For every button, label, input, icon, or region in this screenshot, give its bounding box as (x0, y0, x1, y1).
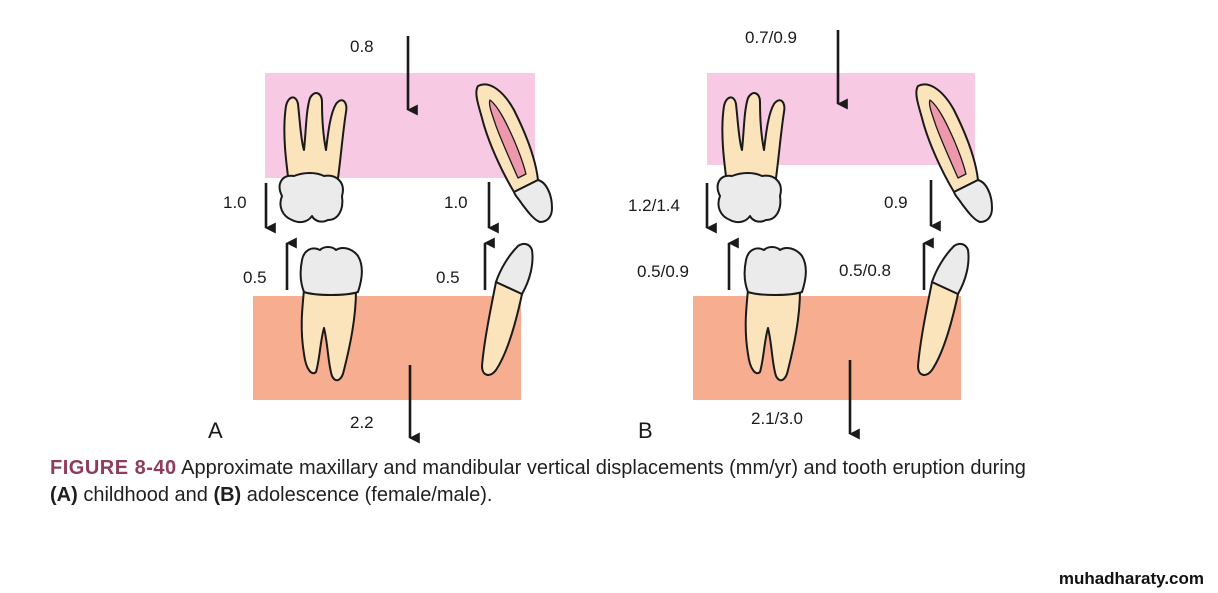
upper-incisor-eruption-label: 0.9 (884, 193, 908, 212)
lower-incisor-icon (917, 242, 970, 376)
mandible-displacement-label: 2.2 (350, 413, 374, 432)
mandible-displacement-label: 2.1/3.0 (751, 409, 803, 428)
lower-molar-icon (299, 246, 363, 382)
figure-caption: FIGURE 8-40 Approximate maxillary and ma… (50, 455, 1170, 509)
upper-molar-eruption-label: 1.0 (223, 193, 247, 212)
upper-incisor-icon (475, 83, 553, 223)
mandible-band (693, 296, 961, 400)
panel-b: 0.7/0.9 1.2/1.4 0.9 0.5/0.9 0.5/0.8 2.1/… (628, 28, 993, 443)
lower-incisor-eruption-label: 0.5 (436, 268, 460, 287)
lower-incisor-icon (481, 242, 534, 376)
upper-molar-icon (278, 92, 348, 224)
lower-molar-eruption-label: 0.5 (243, 268, 267, 287)
caption-text-3: adolescence (female/male). (241, 484, 493, 506)
panel-letter-a: A (208, 418, 223, 443)
figure-number: FIGURE 8-40 (50, 457, 177, 479)
maxilla-displacement-label: 0.7/0.9 (745, 28, 797, 47)
caption-text-2: childhood and (77, 484, 214, 506)
site-watermark: muhadharaty.com (1058, 569, 1204, 588)
panel-letter-b: B (638, 418, 653, 443)
lower-incisor-eruption-label: 0.5/0.8 (839, 261, 891, 280)
upper-incisor-icon (915, 83, 993, 223)
maxilla-displacement-label: 0.8 (350, 37, 374, 56)
upper-incisor-eruption-label: 1.0 (444, 193, 468, 212)
upper-molar-eruption-label: 1.2/1.4 (628, 196, 680, 215)
upper-molar-icon (716, 92, 786, 224)
lower-molar-eruption-label: 0.5/0.9 (637, 262, 689, 281)
caption-label-b: (B) (213, 484, 242, 506)
panel-a: 0.8 1.0 1.0 0.5 0.5 2.2 A (208, 36, 553, 444)
mandible-band (253, 296, 521, 400)
caption-label-a: (A) (50, 484, 78, 506)
caption-text-1: Approximate maxillary and mandibular ver… (176, 457, 1026, 479)
lower-molar-icon (743, 246, 807, 382)
